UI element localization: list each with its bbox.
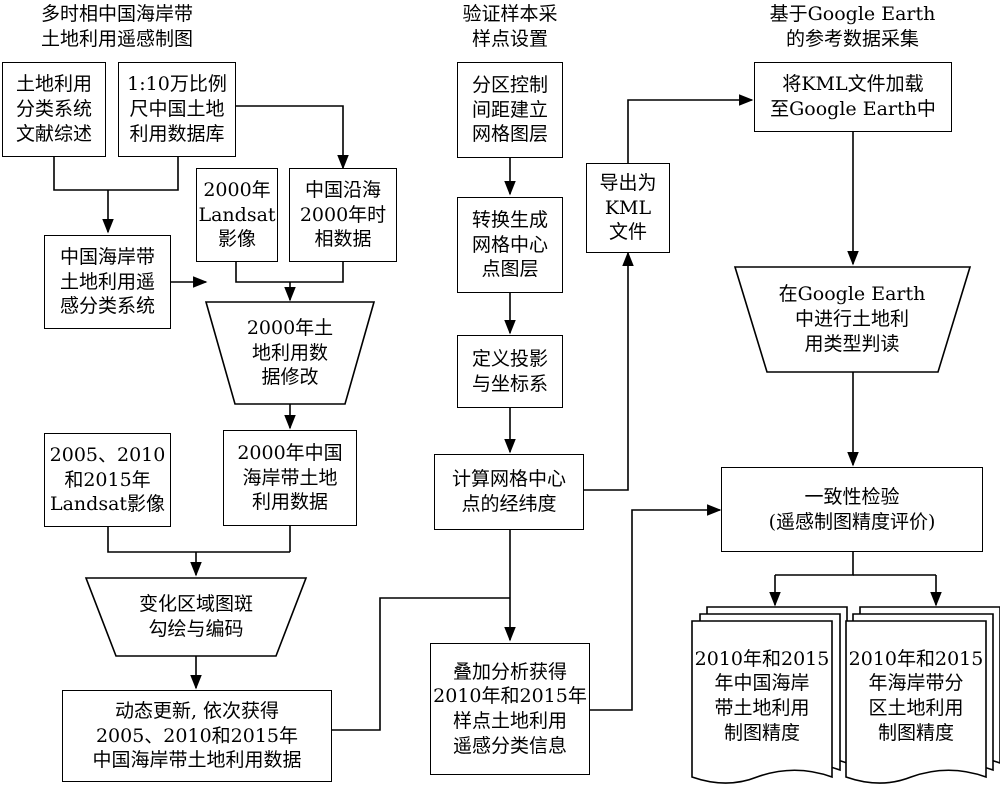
doc-national-front xyxy=(691,620,833,784)
trapezoid-change-area xyxy=(84,577,308,657)
trapezoid-modify2000 xyxy=(204,301,376,405)
box-lit-review: 土地利用 分类系统 文献综述 xyxy=(2,62,106,157)
box-dynamic-update: 动态更新, 依次获得 2005、2010和2015年 中国海岸带土地利用数据 xyxy=(62,690,332,782)
box-latlon: 计算网格中心 点的经纬度 xyxy=(434,454,584,530)
box-grid-layer: 分区控制 间距建立 网格图层 xyxy=(457,62,563,158)
label-interpret: 在Google Earth 中进行土地利 用类型判读 xyxy=(778,283,926,355)
label-modify2000: 2000年土 地利用数 据修改 xyxy=(246,316,334,389)
box-load-kml: 将KML文件加载 至Google Earth中 xyxy=(754,62,952,132)
connector-database xyxy=(108,157,179,191)
box-landsat-multi: 2005、2010 和2015年 Landsat影像 xyxy=(44,433,171,527)
box-landsat2000: 2000年 Landsat 影像 xyxy=(196,168,278,262)
arrow-latlon-to-export xyxy=(584,251,634,491)
box-export-kml: 导出为 KML 文件 xyxy=(586,163,670,253)
connector-coastal2000 xyxy=(290,262,344,283)
box-overlay: 叠加分析获得 2010年和2015年 样点土地利用 遥感分类信息 xyxy=(430,643,590,775)
box-center-points: 转换生成 网格中心 点图层 xyxy=(457,197,563,293)
arrow-export-to-load xyxy=(627,94,754,163)
doc-zonal-front xyxy=(845,620,987,784)
box-consistency: 一致性检验 (遥感制图精度评价) xyxy=(721,467,983,552)
label-change-area: 变化区域图斑 勾绘与编码 xyxy=(138,593,253,640)
connector-consistency-split xyxy=(775,552,854,576)
box-classification: 中国海岸带 土地利用遥 感分类系统 xyxy=(44,235,171,329)
connector-lit-review xyxy=(53,157,108,191)
box-database: 1:10万比例 尺中国土地 利用数据库 xyxy=(118,62,236,157)
connector-landsat-multi xyxy=(107,527,290,553)
connector-landsat2000 xyxy=(235,262,290,283)
connector-dynamic-to-overlay xyxy=(332,597,510,731)
trapezoid-interpret xyxy=(733,266,972,373)
label-accuracy-national: 2010年和2015 年中国海岸 带土地利用 制图精度 xyxy=(694,647,830,744)
arrow-database-to-coastal xyxy=(236,105,349,170)
box-coastal2000: 中国沿海 2000年时 相数据 xyxy=(289,168,397,262)
header-google-earth: 基于Google Earth 的参考数据采集 xyxy=(769,3,936,50)
header-sample-setup: 验证样本采 样点设置 xyxy=(462,3,558,50)
header-coastal-mapping: 多时相中国海岸带 土地利用遥感制图 xyxy=(40,3,193,50)
arrow-overlay-to-consistency xyxy=(590,504,722,711)
box-data2000: 2000年中国 海岸带土地 利用数据 xyxy=(223,430,357,526)
box-projection: 定义投影 与坐标系 xyxy=(457,335,563,408)
label-accuracy-zonal: 2010年和2015 年海岸带分 区土地利用 制图精度 xyxy=(848,647,984,744)
